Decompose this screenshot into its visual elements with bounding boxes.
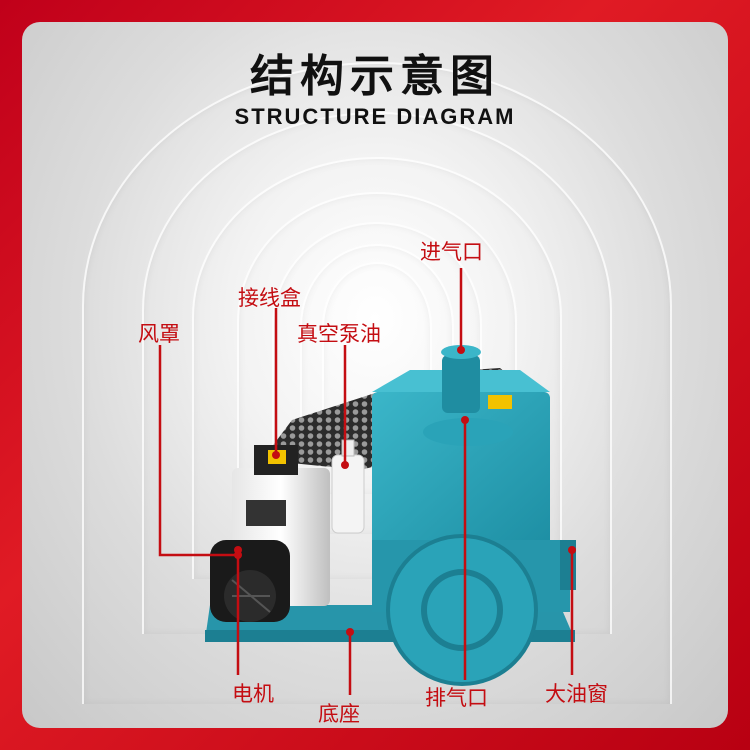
front-cover-ring <box>421 569 503 651</box>
title-chinese: 结构示意图 <box>250 51 500 102</box>
arch-3 <box>192 157 562 579</box>
label-junction-box: 接线盒 <box>238 286 301 310</box>
label-sticker <box>488 395 512 409</box>
label-motor: 电机 <box>232 682 274 706</box>
inlet-pipe <box>442 355 480 413</box>
pump-housing <box>372 392 550 552</box>
arch-5 <box>272 222 482 494</box>
label-fan-cover: 风罩 <box>138 322 180 346</box>
label-pump-oil: 真空泵油 <box>297 322 381 346</box>
arch-4 <box>237 192 517 534</box>
label-exhaust: 排气口 <box>425 686 488 710</box>
label-oil-window: 大油窗 <box>545 682 608 706</box>
label-inlet: 进气口 <box>420 240 483 264</box>
title-english: STRUCTURE DIAGRAM <box>234 104 516 129</box>
arch-7 <box>322 262 432 434</box>
callout-lines <box>158 268 574 695</box>
label-base: 底座 <box>318 702 360 726</box>
front-cover <box>386 534 538 686</box>
motor-nameplate <box>246 500 286 526</box>
callout-dots <box>234 346 576 636</box>
flange <box>423 418 513 446</box>
arch-2 <box>142 112 612 634</box>
arch-1 <box>82 62 672 704</box>
